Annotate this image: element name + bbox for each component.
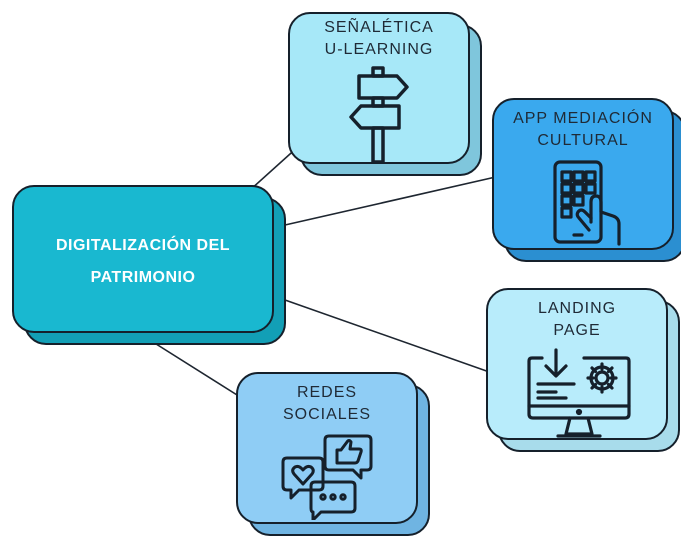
signpost-icon [349, 66, 409, 164]
node-landing: LANDING PAGE [486, 288, 680, 452]
node-senaletica-face [288, 12, 470, 164]
tablet-touch-icon [553, 160, 621, 246]
central-node-face [12, 185, 274, 333]
central-node: DIGITALIZACIÓN DEL PATRIMONIO [12, 185, 286, 345]
node-senaletica-line1: SEÑALÉTICA [324, 19, 434, 36]
social-chat-icon [281, 434, 373, 520]
node-redes-line2: SOCIALES [282, 406, 372, 423]
node-landing-line1: LANDING [537, 300, 617, 317]
node-app: APP MEDIACIÓN CULTURAL [492, 98, 681, 262]
central-node-line1: DIGITALIZACIÓN DEL [55, 237, 231, 254]
connector-app [284, 175, 501, 226]
node-app-line2: CULTURAL [537, 132, 629, 149]
connector-landing [284, 299, 496, 375]
node-redes: REDES SOCIALES [236, 372, 430, 536]
node-redes-face [236, 372, 418, 524]
node-redes-line1: REDES [296, 384, 358, 401]
node-senaletica-line2: U-LEARNING [324, 41, 434, 58]
node-senaletica: SEÑALÉTICA U-LEARNING [288, 12, 482, 176]
central-node-line2: PATRIMONIO [90, 269, 196, 286]
node-landing-line2: PAGE [553, 322, 601, 339]
node-landing-face [486, 288, 668, 440]
connector-redes [144, 336, 246, 401]
node-app-line1: APP MEDIACIÓN [513, 110, 653, 127]
monitor-download-gear-icon [527, 348, 631, 438]
